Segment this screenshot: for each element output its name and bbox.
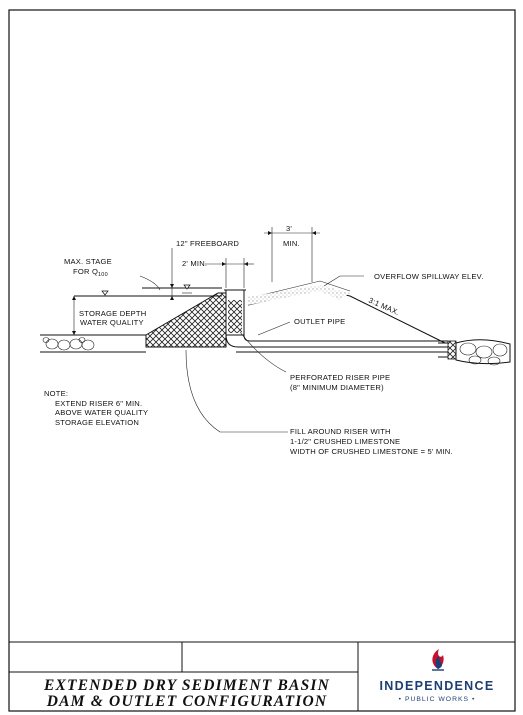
title-block: EXTENDED DRY SEDIMENT BASIN DAM & OUTLET…: [9, 641, 515, 711]
right-riprap: [438, 339, 511, 366]
drawing-title-line-2: DAM & OUTLET CONFIGURATION: [46, 693, 328, 710]
drawing-title-line-1: EXTENDED DRY SEDIMENT BASIN: [43, 677, 330, 694]
label-three-ft-min: MIN.: [283, 239, 300, 248]
wse-marker-1: [101, 290, 109, 296]
storage-depth-dimension: [72, 296, 76, 335]
label-outlet-pipe: OUTLET PIPE: [294, 317, 345, 326]
left-riprap: [40, 334, 146, 353]
embankment-hatch: [248, 285, 350, 305]
independence-flame-logo-icon: [432, 649, 444, 671]
label-storage-depth-2: WATER QUALITY: [80, 318, 144, 327]
label-storage-depth-1: STORAGE DEPTH: [79, 309, 146, 318]
label-fill-1: FILL AROUND RISER WITH: [290, 427, 391, 436]
note-line-1: EXTEND RISER 6" MIN.: [55, 399, 142, 408]
label-overflow: OVERFLOW SPILLWAY ELEV.: [374, 272, 484, 281]
label-fill-3: WIDTH OF CRUSHED LIMESTONE = 5' MIN.: [290, 447, 453, 456]
note-line-3: STORAGE ELEVATION: [55, 418, 139, 427]
section-drawing: MAX. STAGE FOR Q100 12" FREEBOARD 2' MIN…: [40, 224, 511, 456]
brand-subtitle: • PUBLIC WORKS •: [399, 696, 476, 703]
label-freeboard: 12" FREEBOARD: [176, 239, 239, 248]
sheet-border: [8, 9, 516, 712]
label-two-min: 2' MIN.: [182, 259, 207, 268]
note-title: NOTE:: [44, 389, 68, 398]
label-max-stage-2: FOR Q100: [73, 267, 108, 278]
label-max-stage-1: MAX. STAGE: [64, 257, 112, 266]
outlet-pipe: [225, 334, 448, 348]
note-line-2: ABOVE WATER QUALITY: [55, 408, 148, 417]
label-perforated-1: PERFORATED RISER PIPE: [290, 373, 390, 382]
brand-name: INDEPENDENCE: [380, 679, 495, 693]
wse-marker-2: [183, 284, 191, 290]
freeboard-dimension: [170, 248, 254, 300]
perforated-riser-pipe: [224, 289, 246, 336]
label-perforated-2: (8" MINIMUM DIAMETER): [290, 383, 384, 392]
dam-embankment: [236, 289, 448, 352]
label-fill-2: 1-1/2" CRUSHED LIMESTONE: [290, 437, 400, 446]
three-ft-dimension: [264, 227, 320, 282]
label-three-ft: 3': [286, 224, 292, 233]
